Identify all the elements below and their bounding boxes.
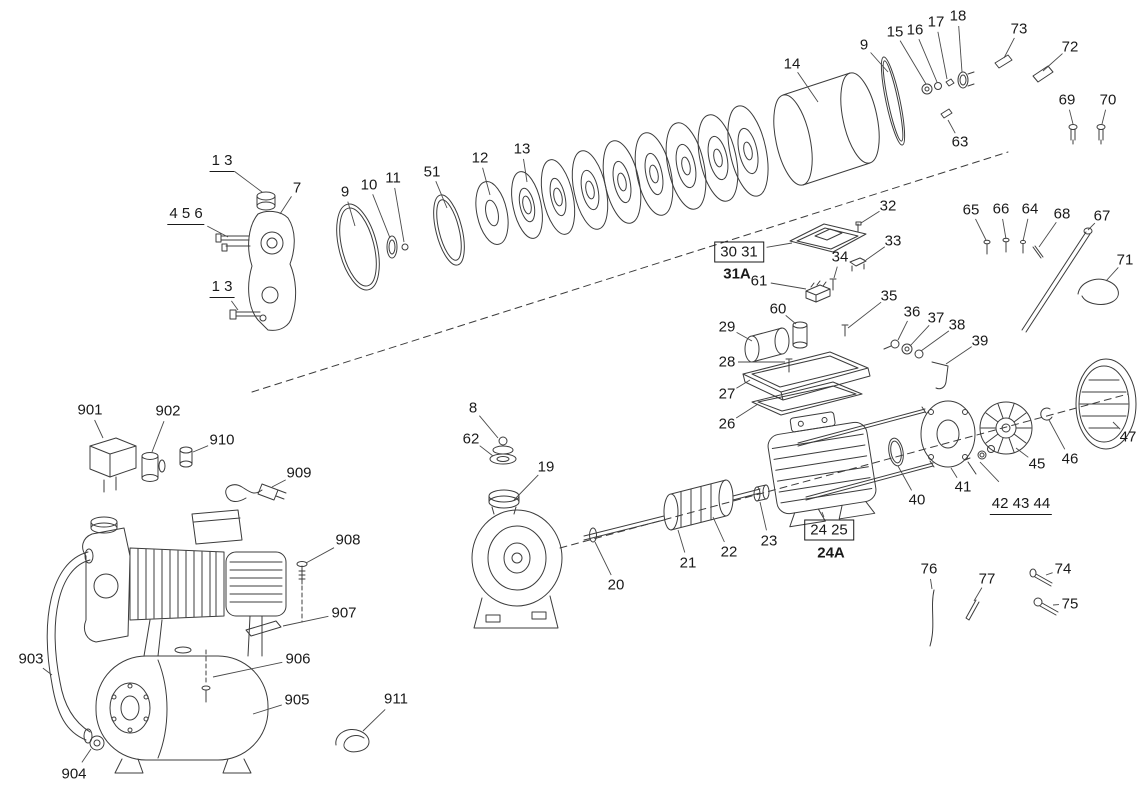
leader-line-74 [1045,572,1053,576]
leader-line-30-31 [766,242,793,248]
leader-line-18 [958,25,963,73]
leader-line-65 [975,218,987,241]
leader-line-906 [212,661,283,678]
leader-line-15 [899,40,927,85]
leader-line-911 [362,709,386,732]
diffuser-disc [634,132,674,216]
leader-line-47 [1112,421,1121,430]
leader-line-13 [523,158,528,183]
diffuser-disc [571,150,609,230]
leader-line-33 [865,246,886,261]
leader-line-37 [909,324,930,347]
leader-line-1-3 [231,300,239,311]
leader-line-907 [282,615,329,627]
leader-lines [42,25,1121,763]
shaft-end-small-parts [921,71,975,119]
pump-body-group [471,436,563,629]
rotor-shaft [583,479,770,543]
small-parts-bottom-right [929,568,1059,647]
motor-body [767,411,877,528]
leader-line-8 [479,415,499,439]
impeller-disc [475,181,509,245]
leader-line-72 [1042,53,1063,72]
pump-head-bracket [215,191,297,331]
diffuser-disc [665,122,707,210]
leader-line-67 [1087,222,1096,231]
leader-line-46 [1048,419,1066,450]
leader-line-24-25 [821,511,825,518]
assembled-pump-unit [46,437,370,774]
leader-line-77 [973,587,983,602]
diffuser-disc [697,114,739,202]
leader-line-62 [479,445,494,457]
leader-line-910 [192,445,209,453]
leader-line-1-3 [234,171,263,193]
leader-line-32 [860,210,880,224]
leader-line-42-43-44 [979,461,1000,483]
leader-line-4-5-6 [207,225,229,238]
leader-line-27 [736,379,751,389]
diffuser-disc [727,105,769,197]
leader-line-904 [81,748,92,763]
leader-line-76 [930,578,933,590]
leader-line-12 [482,167,491,196]
leader-line-901 [94,419,104,439]
leader-line-20 [594,541,612,576]
leader-line-11 [394,187,405,243]
leader-line-908 [305,547,335,564]
leader-line-16 [918,39,938,83]
terminal-box-group [742,221,949,416]
leader-line-905 [252,704,282,715]
leader-line-63 [947,119,956,134]
leader-line-38 [920,330,950,352]
leader-line-7 [279,196,292,215]
misc-fasteners-right [983,227,1119,333]
leader-line-9 [870,52,889,73]
impeller-diffuser-stack [475,105,769,245]
diffuser-disc [511,171,543,239]
leader-line-22 [712,516,725,543]
leader-line-9 [347,201,356,227]
leader-line-39 [945,346,972,365]
leader-line-19 [513,474,539,501]
leader-line-64 [1022,218,1029,242]
leader-line-45 [1015,447,1029,458]
leader-line-23 [759,501,767,531]
leader-line-70 [1101,109,1107,125]
leader-line-909 [271,479,286,488]
diffuser-disc [602,140,642,224]
leader-line-36 [897,320,908,341]
leader-line-73 [1003,37,1015,59]
diffuser-disc [540,159,576,235]
leader-line-66 [1002,218,1007,240]
leader-line-26 [735,403,759,419]
leader-line-60 [785,315,797,325]
leader-line-68 [1038,221,1057,248]
leader-line-41 [950,467,958,478]
leader-line-21 [677,529,686,553]
leader-line-40 [897,465,912,491]
assembly-axis-lines [251,151,1129,549]
leader-line-69 [1068,109,1074,125]
leader-line-51 [435,181,448,209]
bearing-fan-group [797,358,1137,501]
leader-line-71 [1105,267,1119,282]
leader-line-10 [372,194,391,239]
leader-line-902 [151,421,165,453]
leader-line-903 [42,667,53,676]
leader-line-29 [736,332,753,342]
leader-line-14 [797,72,819,103]
leader-line-17 [937,31,948,80]
leader-line-61 [770,282,807,290]
fasteners-top-right [994,54,1106,145]
leader-line-34 [833,266,838,279]
leader-line-35 [847,301,882,329]
seal-rings [336,194,465,291]
pump-sleeve [773,56,906,186]
